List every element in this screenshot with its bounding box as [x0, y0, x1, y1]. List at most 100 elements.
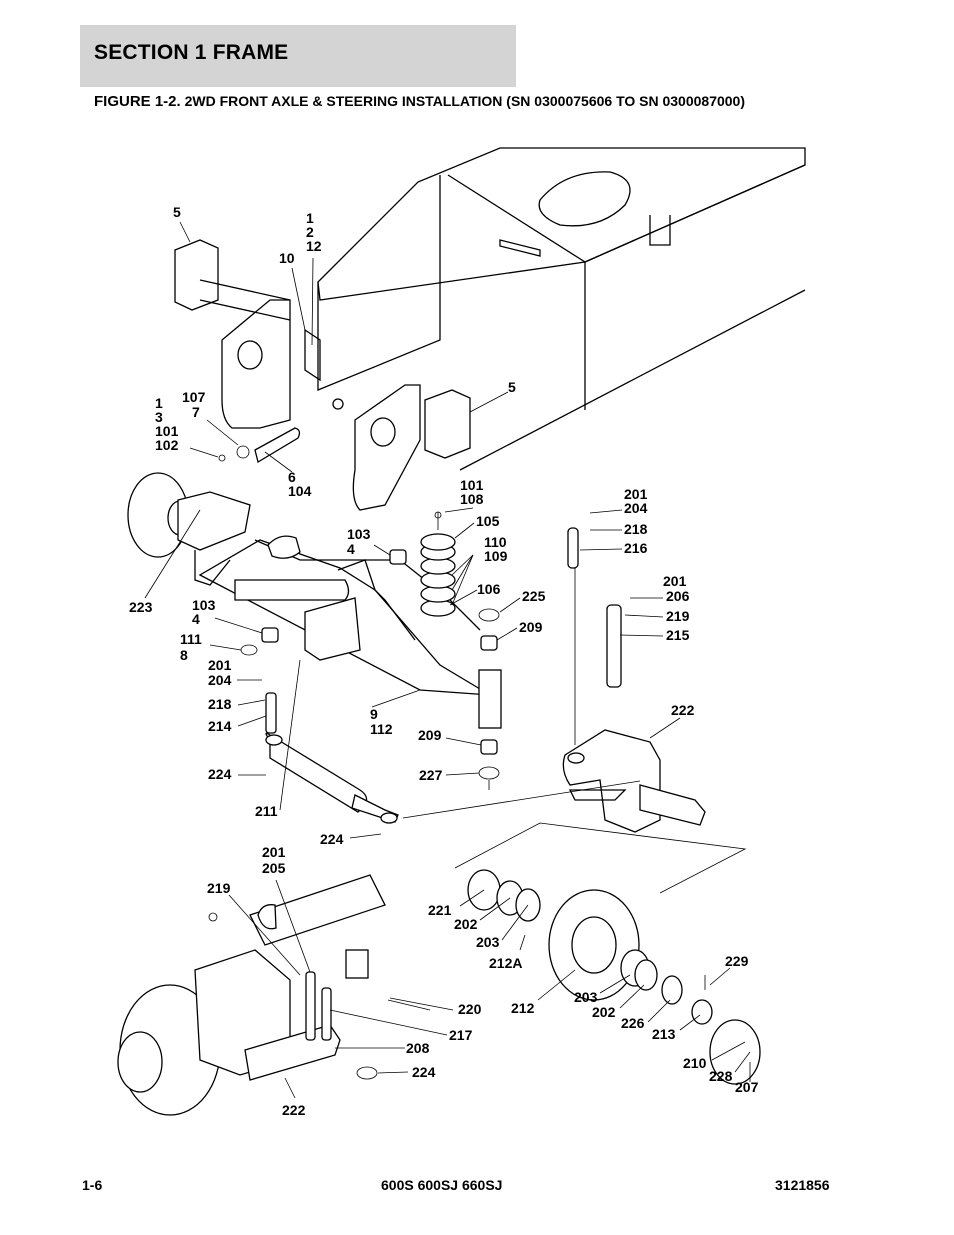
callout-line: 2: [306, 224, 314, 240]
steering-spindle: [562, 527, 706, 833]
callout: 106: [477, 581, 501, 597]
callout-line: 206: [666, 588, 690, 604]
callout-line: 204: [208, 672, 232, 688]
callout: 202: [592, 1004, 616, 1020]
callout: 207: [735, 1079, 759, 1095]
section-banner: SECTION 1 FRAME: [80, 25, 516, 87]
callout-line: 223: [129, 599, 153, 615]
callout-line: 218: [624, 521, 648, 537]
callout-line: 222: [671, 702, 695, 718]
callout-line: 208: [406, 1040, 430, 1056]
callout-line: 3: [155, 409, 163, 425]
callout-line: 109: [484, 548, 508, 564]
callout-line: 101: [155, 423, 179, 439]
callout: 224: [320, 831, 344, 847]
callout-line: 214: [208, 718, 232, 734]
callout: 225: [522, 588, 546, 604]
callout-line: 110: [484, 534, 507, 550]
callout-line: 211: [255, 803, 278, 819]
callout-line: 212: [511, 1000, 535, 1016]
callout: 209: [418, 727, 442, 743]
callout-line: 4: [347, 541, 355, 557]
callout-line: 209: [418, 727, 442, 743]
callout-line: 219: [666, 608, 690, 624]
callout-line: 202: [454, 916, 478, 932]
callout-line: 212A: [489, 955, 522, 971]
callout: 105: [476, 513, 500, 529]
callout: 212A: [489, 955, 522, 971]
callout-line: 203: [574, 989, 598, 1005]
figure-label: FIGURE 1-2.: [94, 93, 181, 110]
callout-line: 201: [663, 573, 687, 589]
callout-line: 203: [476, 934, 500, 950]
callout-line: 222: [282, 1102, 306, 1118]
callout: 208: [406, 1040, 430, 1056]
callout: 229: [725, 953, 749, 969]
callout-line: 103: [192, 597, 216, 613]
callout: 217: [449, 1027, 473, 1043]
callout-line: 205: [262, 860, 286, 876]
callout: 5: [508, 379, 516, 395]
callout-line: 213: [652, 1026, 676, 1042]
callout: 10: [279, 250, 295, 266]
callout-line: 102: [155, 437, 179, 453]
callout-line: 216: [624, 540, 648, 556]
callout: 202: [454, 916, 478, 932]
callout-line: 105: [476, 513, 500, 529]
callout: 203: [574, 989, 598, 1005]
callout-line: 217: [449, 1027, 473, 1043]
callout: 5: [173, 204, 181, 220]
shim-stack: [420, 511, 456, 617]
callout-line: 106: [477, 581, 501, 597]
callout-line: 210: [683, 1055, 707, 1071]
callout-line: 218: [208, 696, 232, 712]
callout: 228: [709, 1068, 733, 1084]
callout: 224: [412, 1064, 436, 1080]
callout-line: 108: [460, 491, 484, 507]
callout: 218: [208, 696, 232, 712]
callout: 216: [624, 540, 648, 556]
callout-line: 101: [460, 477, 484, 493]
callout-line: 226: [621, 1015, 645, 1031]
lower-spindle-assembly: [117, 874, 431, 1116]
hub-exploded-group: [454, 822, 761, 1085]
callout: 212: [511, 1000, 535, 1016]
callout: 219: [666, 608, 690, 624]
callout-line: 1: [155, 395, 163, 411]
callout-line: 224: [320, 831, 344, 847]
axle-assembly: [127, 472, 491, 696]
callout-line: 227: [419, 767, 443, 783]
section-title: SECTION 1 FRAME: [94, 41, 289, 64]
leader-lines: [144, 221, 751, 1099]
callout-line: 221: [428, 902, 452, 918]
callout-line: 228: [709, 1068, 733, 1084]
callout: 221: [428, 902, 452, 918]
callout-line: 9: [370, 706, 378, 722]
callout-line: 6: [288, 469, 296, 485]
model-list: 600S 600SJ 660SJ: [381, 1177, 503, 1193]
callout: 220: [458, 1001, 482, 1017]
callout-line: 201: [208, 657, 232, 673]
callout: 222: [282, 1102, 306, 1118]
frame-weldment: [174, 147, 806, 511]
callout-line: 107: [182, 389, 206, 405]
callout-line: 111: [180, 631, 202, 647]
steering-cylinder: [265, 692, 641, 824]
callout-line: 229: [725, 953, 749, 969]
callout-line: 224: [208, 766, 232, 782]
callout: 223: [129, 599, 153, 615]
